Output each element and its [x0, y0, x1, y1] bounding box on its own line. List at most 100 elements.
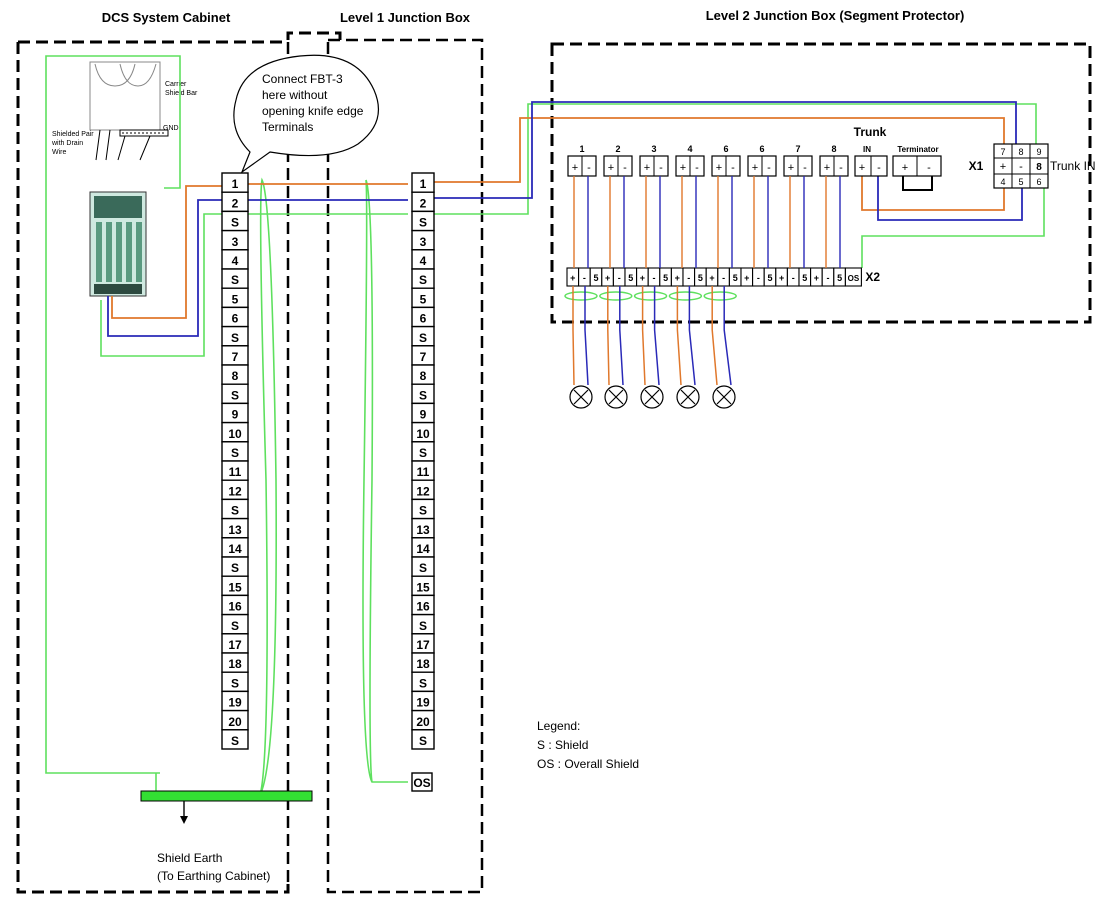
- terminal-label: 18: [416, 657, 430, 671]
- terminal-label: S: [231, 388, 239, 402]
- terminal-label: 6: [420, 312, 427, 326]
- terminal-label: 13: [416, 523, 430, 537]
- title-level1-jb: Level 1 Junction Box: [340, 10, 471, 25]
- callout-line-4: Terminals: [262, 120, 313, 134]
- x2-cell-label: +: [709, 273, 714, 283]
- terminal-label: 2: [232, 196, 239, 210]
- spur-number: 6: [759, 144, 764, 154]
- carrier-diagram: Carrier Shield Bar Shielded Pair with Dr…: [51, 61, 198, 297]
- x2-cell-label: +: [744, 273, 749, 283]
- terminal-label: 20: [228, 715, 242, 729]
- terminal-label: 7: [232, 350, 239, 364]
- terminator: Terminator + -: [892, 145, 942, 191]
- carrier-label-2: Shield Bar: [165, 90, 198, 97]
- terminal-label: S: [231, 216, 239, 230]
- x2-cell-label: -: [583, 273, 586, 283]
- terminal-label: S: [419, 676, 427, 690]
- terminal-label: 13: [228, 523, 242, 537]
- spur-minus: -: [695, 162, 699, 174]
- terminal-label: S: [419, 388, 427, 402]
- legend-title: Legend:: [537, 719, 580, 733]
- cable-shield-loop: [564, 291, 598, 301]
- terminator-plus: +: [902, 162, 908, 174]
- x1-label: X1: [969, 159, 984, 173]
- dcs-cabinet-border: [16, 31, 342, 894]
- orange-wires: [111, 117, 1005, 319]
- cable-shield-loop: [703, 291, 737, 301]
- spur-minus: -: [731, 162, 735, 174]
- x2-cell-label: 5: [767, 273, 772, 283]
- terminal-label: 4: [232, 254, 239, 268]
- trunk-minus: -: [877, 162, 881, 174]
- x1-block: 7 8 9 + - 8 4 5 6 X1 Trunk IN: [969, 143, 1096, 189]
- terminal-label: 1: [232, 177, 239, 191]
- terminal-label: S: [231, 734, 239, 748]
- carrier-label-1: Carrier: [165, 81, 187, 88]
- shield-wires: [45, 55, 1045, 796]
- callout-line-3: opening knife edge: [262, 104, 364, 118]
- x2-cell-label: +: [675, 273, 680, 283]
- trunk-in-terminal: + - IN: [854, 145, 888, 177]
- x2-cell-label: 5: [733, 273, 738, 283]
- terminal-label: 12: [228, 484, 242, 498]
- terminal-label: S: [419, 619, 427, 633]
- spur-plus: +: [788, 162, 794, 174]
- spur-plus: +: [680, 162, 686, 174]
- terminal-label: S: [419, 734, 427, 748]
- x2-os-cell: [844, 267, 862, 287]
- terminal-label: 12: [416, 484, 430, 498]
- cable-shield-loop: [633, 291, 668, 301]
- terminal-label: S: [419, 446, 427, 460]
- terminal-strip-dcs: 12S34S56S78S910S1112S1314S1516S1718S1920…: [221, 172, 249, 750]
- terminal-label: 19: [416, 696, 430, 710]
- gnd-label: GND: [163, 125, 179, 132]
- terminal-label: 3: [232, 235, 239, 249]
- trunk-plus: +: [859, 162, 865, 174]
- x1-4: 4: [1000, 177, 1005, 187]
- terminator-minus: -: [927, 162, 931, 174]
- spur-number: 8: [831, 144, 836, 154]
- shielded-label-3: Wire: [52, 149, 66, 156]
- spur-plus: +: [752, 162, 758, 174]
- terminal-label: 18: [228, 657, 242, 671]
- spur-plus: +: [824, 162, 830, 174]
- spur-plus: +: [608, 162, 614, 174]
- terminal-label: 7: [420, 350, 427, 364]
- terminal-label: 6: [232, 312, 239, 326]
- terminator-label: Terminator: [897, 145, 938, 154]
- x2-cell-label: 5: [802, 273, 807, 283]
- terminal-label: 10: [416, 427, 430, 441]
- terminal-label: 9: [420, 408, 427, 422]
- shielded-label-2: with Drain: [51, 140, 83, 147]
- terminal-label: S: [419, 561, 427, 575]
- spur-minus: -: [659, 162, 663, 174]
- x2-cell-label: +: [605, 273, 610, 283]
- x1-trunk-in-label: Trunk IN: [1050, 159, 1096, 173]
- terminal-label: 15: [416, 580, 430, 594]
- x2-cell-label: -: [827, 273, 830, 283]
- x2-cell-label: -: [687, 273, 690, 283]
- x2-cell-label: -: [722, 273, 725, 283]
- terminal-label: 16: [228, 600, 242, 614]
- terminal-label: S: [419, 216, 427, 230]
- terminal-box: [411, 729, 435, 750]
- x2-cell-label: -: [618, 273, 621, 283]
- spur-minus: -: [623, 162, 627, 174]
- terminal-label: 19: [228, 696, 242, 710]
- x2-cell-label: +: [814, 273, 819, 283]
- callout-line-2: here without: [262, 88, 328, 102]
- earth-label-2: (To Earthing Cabinet): [157, 869, 270, 883]
- x1-7: 7: [1000, 147, 1005, 157]
- terminal-label: S: [231, 331, 239, 345]
- spur-terminals: 1+-2+-3+-4+-6+-6+-7+-8+-: [567, 144, 849, 177]
- spur-minus: -: [587, 162, 591, 174]
- x1-minus: -: [1019, 161, 1023, 173]
- x1-5: 5: [1018, 177, 1023, 187]
- shielded-label-1: Shielded Pair: [52, 131, 94, 138]
- x1-6: 6: [1036, 177, 1041, 187]
- terminal-label: S: [419, 504, 427, 518]
- terminal-label: 11: [229, 465, 242, 479]
- trunk-title: Trunk: [854, 125, 887, 139]
- terminal-label: S: [231, 273, 239, 287]
